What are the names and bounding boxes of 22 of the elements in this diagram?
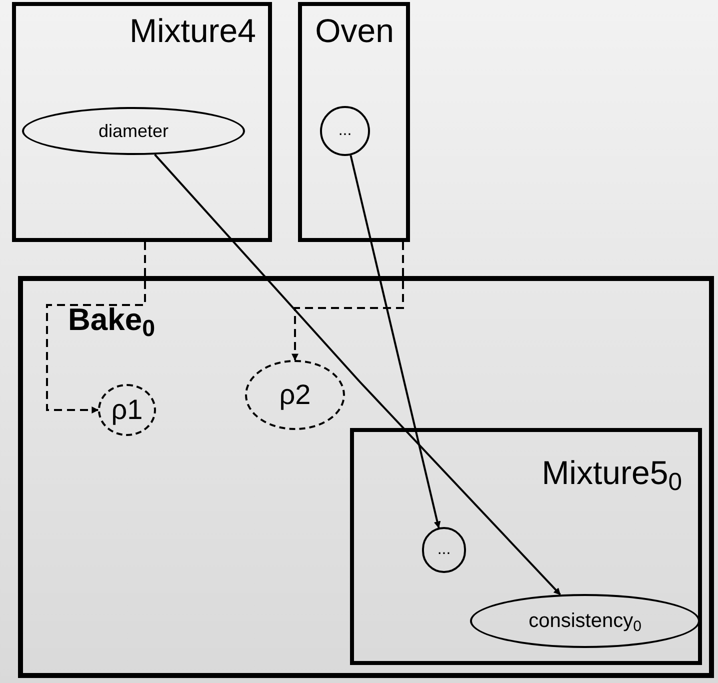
node-label: ρ1 xyxy=(111,393,143,427)
node-label: Mixture4 xyxy=(129,11,256,51)
node-label: ... xyxy=(437,540,451,560)
attribute-ellipse xyxy=(22,107,245,155)
arrow xyxy=(350,155,441,528)
node-label: ρ2 xyxy=(279,378,311,412)
node-label: consistency$_{0}$ xyxy=(528,609,642,636)
object-box xyxy=(298,2,410,242)
arrow xyxy=(154,154,561,596)
attribute-ellipse xyxy=(470,594,700,648)
arrow xyxy=(292,242,404,361)
object-box xyxy=(350,428,702,665)
node-label: Mixture5$_{0}$ xyxy=(542,453,682,494)
arrow xyxy=(46,242,146,414)
node-label: Bake$_{0}$ xyxy=(68,301,156,340)
node-label: ... xyxy=(338,121,352,141)
object-box xyxy=(12,2,272,242)
node-label: Oven xyxy=(315,11,394,51)
variable-circle xyxy=(245,360,345,430)
variable-circle xyxy=(98,384,156,436)
node-label: diameter xyxy=(98,120,169,142)
plate-box xyxy=(18,276,714,678)
